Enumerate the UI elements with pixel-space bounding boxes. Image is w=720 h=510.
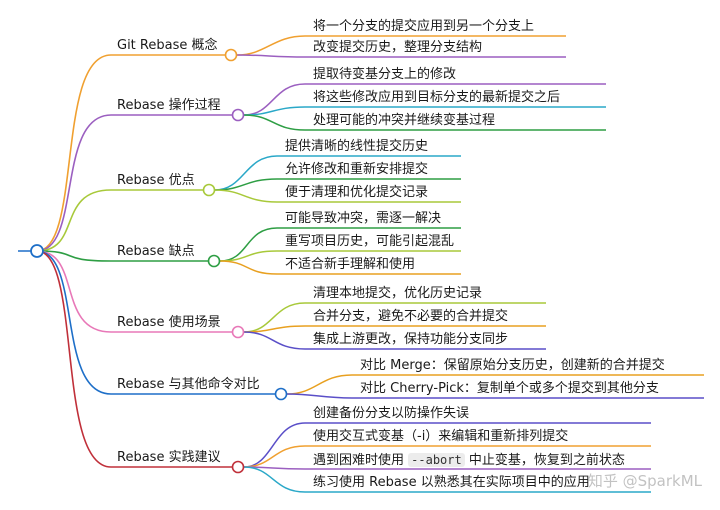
leaf-label: 改变提交历史，整理分支结构 bbox=[313, 40, 483, 55]
topic-label: Rebase 操作过程 bbox=[117, 98, 221, 113]
topic-label: Rebase 实践建议 bbox=[117, 450, 221, 465]
leaf-text-after: 中止变基，恢复到之前状态 bbox=[464, 453, 625, 468]
branch-connector bbox=[36, 250, 214, 262]
leaf-connector bbox=[243, 83, 606, 116]
topic-node-circle[interactable] bbox=[231, 460, 245, 474]
leaf-connector bbox=[243, 114, 606, 131]
branch-connector bbox=[36, 250, 238, 333]
topic-node-circle[interactable] bbox=[207, 254, 221, 268]
leaf-label: 允许修改和重新安排提交 bbox=[285, 162, 429, 177]
branch-connector bbox=[36, 189, 209, 252]
leaf-connector bbox=[243, 331, 546, 350]
topic-label: Rebase 缺点 bbox=[117, 244, 195, 259]
leaf-label: 处理可能的冲突并继续变基过程 bbox=[313, 113, 496, 128]
leaf-connector bbox=[236, 54, 566, 58]
leaf-label: 提供清晰的线性提交历史 bbox=[285, 139, 429, 154]
leaf-label: 合并分支，避免不必要的合并提交 bbox=[313, 309, 509, 324]
leaf-connector bbox=[286, 374, 704, 395]
leaf-connector bbox=[243, 302, 546, 333]
code-chip: --abort bbox=[408, 453, 465, 467]
topic-node-circle[interactable] bbox=[202, 183, 216, 197]
leaf-label: 便于清理和优化提交记录 bbox=[285, 185, 429, 200]
topic-node-circle[interactable] bbox=[231, 325, 245, 339]
leaf-connector bbox=[214, 189, 461, 203]
topic-node-circle[interactable] bbox=[274, 387, 288, 401]
leaf-connector bbox=[286, 393, 704, 399]
leaf-connector bbox=[219, 250, 461, 262]
leaf-label: 使用交互式变基（-i）来编辑和重新排列提交 bbox=[313, 429, 569, 444]
topic-label: Rebase 与其他命令对比 bbox=[117, 377, 260, 392]
leaf-label: 不适合新手理解和使用 bbox=[285, 257, 416, 272]
leaf-label: 集成上游更改，保持功能分支同步 bbox=[313, 332, 509, 347]
leaf-connector bbox=[236, 35, 566, 56]
leaf-label: 将这些修改应用到目标分支的最新提交之后 bbox=[313, 90, 561, 105]
leaf-label: 练习使用 Rebase 以熟悉其在实际项目中的应用 bbox=[313, 475, 590, 490]
leaf-connector bbox=[243, 466, 651, 493]
leaf-label: 可能导致冲突，需逐一解决 bbox=[285, 211, 442, 226]
topic-node-circle[interactable] bbox=[231, 108, 245, 122]
leaf-connector bbox=[214, 178, 461, 191]
leaf-connector bbox=[243, 325, 546, 333]
leaf-label: 清理本地提交，优化历史记录 bbox=[313, 286, 483, 301]
leaf-label: 对比 Cherry-Pick：复制单个或多个提交到其他分支 bbox=[360, 381, 659, 396]
branch-connector bbox=[36, 54, 231, 252]
leaf-connector bbox=[243, 422, 651, 468]
leaf-text-before: 遇到困难时使用 bbox=[313, 453, 409, 468]
branch-connector bbox=[36, 250, 238, 468]
leaf-connector bbox=[243, 445, 651, 468]
leaf-connector bbox=[243, 106, 606, 116]
root-node-circle[interactable] bbox=[30, 244, 44, 258]
topic-label: Rebase 使用场景 bbox=[117, 315, 221, 330]
leaf-connector bbox=[219, 260, 461, 275]
leaf-label: 遇到困难时使用 --abort 中止变基，恢复到之前状态 bbox=[313, 452, 625, 469]
branch-connector bbox=[36, 114, 238, 252]
branch-connector bbox=[36, 250, 281, 395]
leaf-label: 提取待变基分支上的修改 bbox=[313, 67, 457, 82]
watermark: 知乎 @SparkML bbox=[587, 472, 702, 490]
leaf-label: 重写项目历史，可能引起混乱 bbox=[285, 234, 455, 249]
leaf-label: 创建备份分支以防操作失误 bbox=[313, 406, 470, 421]
leaf-connector bbox=[219, 227, 461, 262]
topic-node-circle[interactable] bbox=[224, 48, 238, 62]
topic-label: Rebase 优点 bbox=[117, 173, 195, 188]
leaf-connector bbox=[214, 155, 461, 191]
leaf-label: 将一个分支的提交应用到另一个分支上 bbox=[313, 19, 535, 34]
topic-label: Git Rebase 概念 bbox=[117, 38, 218, 53]
leaf-label: 对比 Merge：保留原始分支历史，创建新的合并提交 bbox=[360, 358, 665, 373]
